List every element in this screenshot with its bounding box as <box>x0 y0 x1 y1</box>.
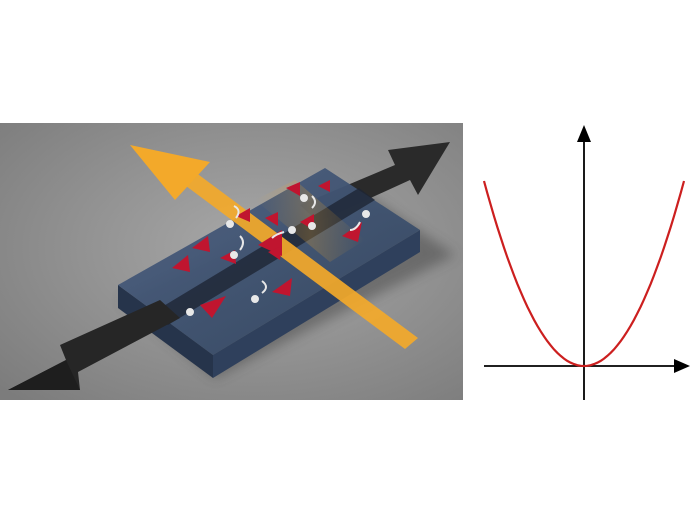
particle <box>251 295 259 303</box>
triangle <box>286 182 300 196</box>
particle-path <box>311 195 316 209</box>
orange-arrow-head <box>130 145 210 200</box>
y-axis-arrowhead <box>577 125 591 142</box>
particle <box>186 308 194 316</box>
triangle <box>172 255 190 272</box>
triangle <box>236 208 250 222</box>
parabola-panel <box>482 125 690 400</box>
device-illustration <box>0 123 463 400</box>
particle <box>288 226 296 234</box>
triangle <box>192 236 210 252</box>
parabola-curve <box>482 180 686 368</box>
particle <box>308 222 316 230</box>
particle <box>300 194 308 202</box>
x-axis-arrowhead <box>674 359 690 373</box>
triangle <box>272 278 292 296</box>
particle <box>226 220 234 228</box>
particles <box>186 194 370 316</box>
black-arrow-left <box>8 300 180 390</box>
triangle <box>268 246 282 260</box>
slab-side-face <box>213 230 420 378</box>
particle <box>362 210 370 218</box>
triangle <box>318 180 330 192</box>
triangle <box>265 212 278 226</box>
particle-path <box>349 221 361 231</box>
particle-path <box>271 231 285 239</box>
particle-path <box>261 280 267 294</box>
particle <box>230 251 238 259</box>
particle-path <box>233 205 240 219</box>
particle-path <box>239 235 244 251</box>
triangle <box>200 296 226 318</box>
